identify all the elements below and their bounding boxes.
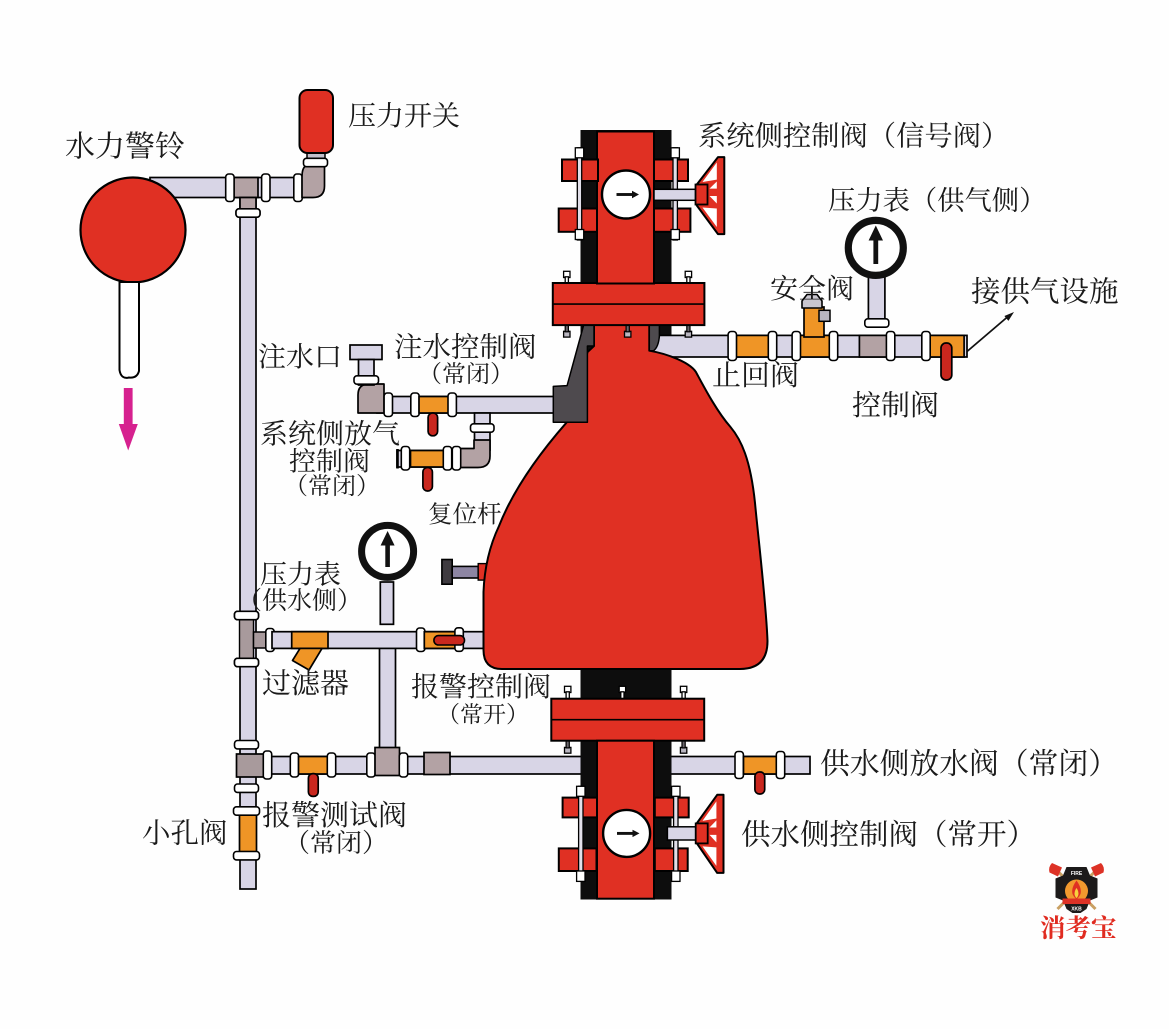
svg-text:XKB: XKB — [1071, 907, 1082, 913]
svg-text:FIRE: FIRE — [1071, 871, 1083, 877]
